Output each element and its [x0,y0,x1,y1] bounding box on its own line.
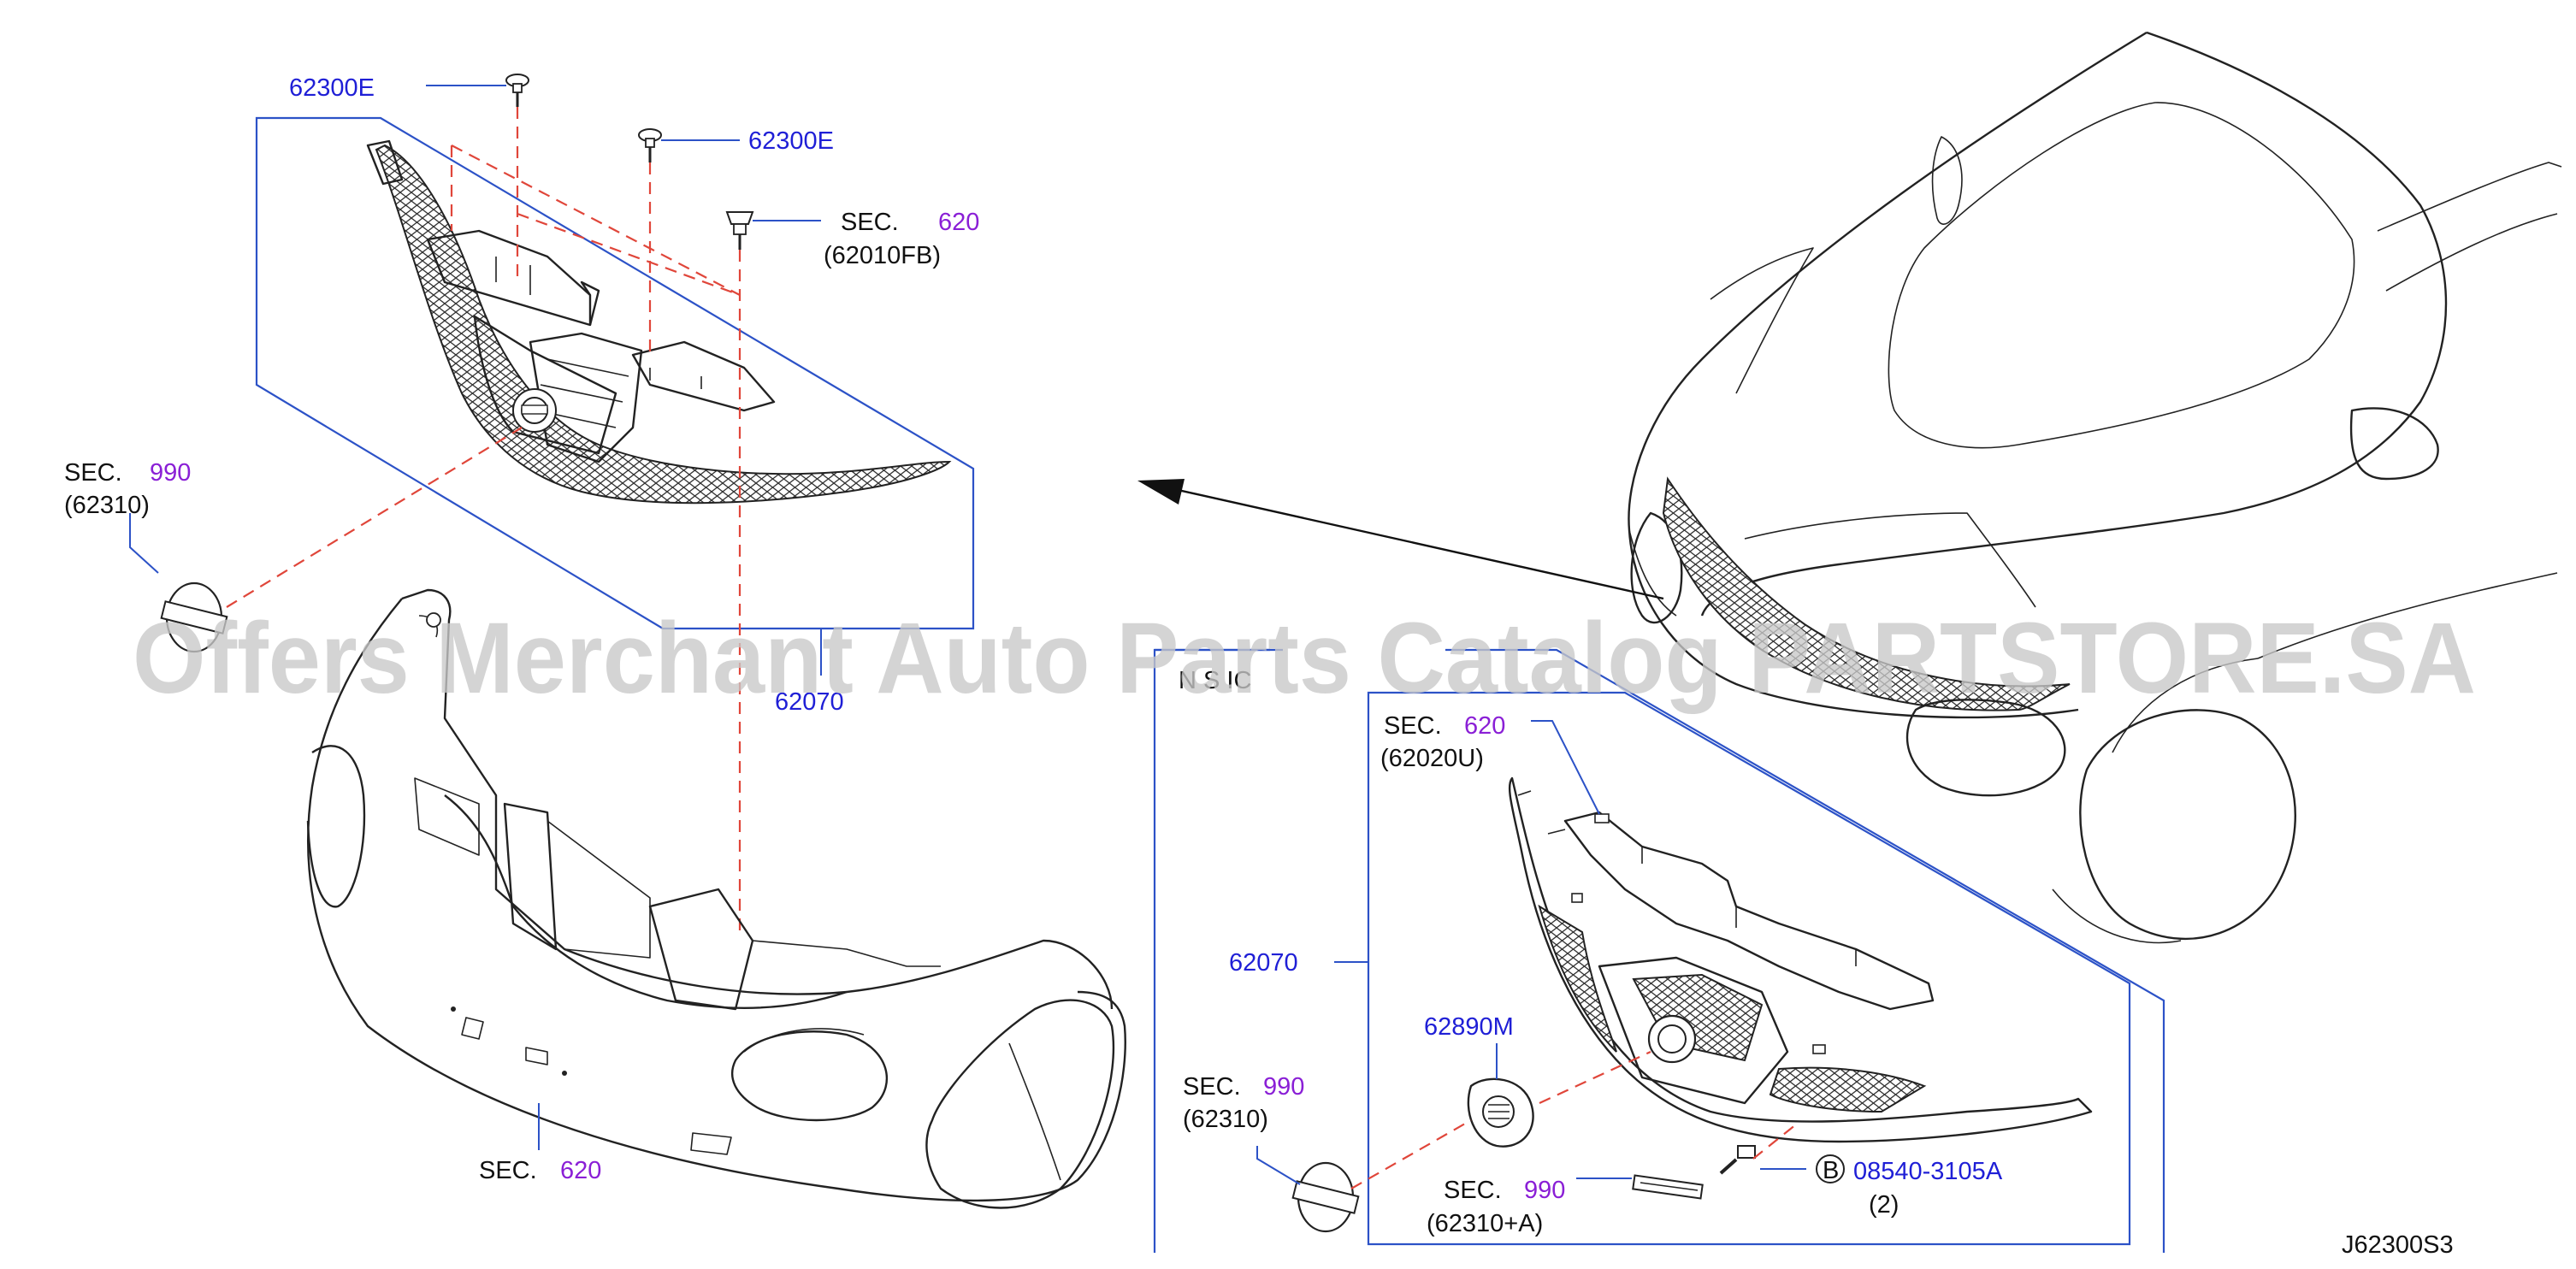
clip-62010fb [725,211,754,250]
svg-text:N S IC: N S IC [1179,667,1251,694]
svg-text:SEC.: SEC. [841,209,899,236]
nismo-outer-frame-right [1445,648,2165,1253]
svg-text:J62300S3: J62300S3 [2342,1231,2454,1259]
front-grille-left [366,139,952,505]
label-62070-right: 62070 [1229,949,1298,977]
watermark-text: Offers Merchant Auto Parts Catalog PARTS… [133,602,2476,715]
nismo-badge [1632,1174,1704,1200]
front-bumper [306,588,1126,1209]
svg-text:(62310): (62310) [1183,1106,1268,1133]
nismo-inner-frame [1367,691,2131,1246]
leaders-right [1256,720,1806,1185]
svg-text:62890M: 62890M [1424,1013,1514,1041]
svg-text:620: 620 [560,1157,601,1184]
bolt-08540 [1719,1145,1756,1175]
emblem-62890m [1467,1077,1534,1148]
svg-text:08540-3105A: 08540-3105A [1853,1158,2003,1185]
circle-b-icon [1816,1154,1845,1183]
emblem-left [160,581,228,653]
upper-bracket-62020u [1563,811,1935,1011]
label-62070-left: 62070 [775,688,844,716]
front-grille-nismo [1508,776,2093,1143]
svg-text:(62310+A): (62310+A) [1427,1210,1543,1237]
svg-text:(62020U): (62020U) [1380,745,1484,772]
label-bolt-08540: B 08540-3105A (2) [1823,1157,2003,1219]
label-62300e-mid: 62300E [748,127,834,155]
svg-text:62070: 62070 [1229,949,1298,977]
svg-text:(62310): (62310) [64,492,150,519]
label-sec-620-bottom: SEC. 620 [479,1157,601,1184]
nismo-outer-frame-left [1153,648,1283,1253]
reference-arrow [1137,479,1664,600]
mirror-outline [2349,407,2439,481]
label-sec-990-left: SEC. 990 (62310) [64,459,191,519]
leaders-left [129,85,821,574]
clip-62300e-mid [638,128,662,162]
dashed-guides-left [226,107,741,932]
grille-assembly-frame [255,116,975,630]
label-sec-990-right: SEC. 990 (62310) [1183,1073,1304,1133]
svg-text:(2): (2) [1869,1191,1899,1219]
svg-text:990: 990 [150,459,191,487]
svg-text:620: 620 [1464,712,1505,740]
svg-text:620: 620 [938,209,979,236]
svg-text:990: 990 [1263,1073,1304,1101]
svg-text:(62010FB): (62010FB) [824,242,941,269]
label-sec-620-62010fb: SEC. 620 (62010FB) [824,209,979,269]
svg-text:62300E: 62300E [289,74,375,102]
label-62890m: 62890M [1424,1013,1514,1041]
svg-text:B: B [1823,1157,1839,1184]
svg-text:SEC.: SEC. [1384,712,1442,740]
dashed-guides-right [1350,1051,1797,1189]
label-sec-990-62310a: SEC. 990 (62310+A) [1427,1177,1565,1237]
label-sec-620-62020u: SEC. 620 (62020U) [1380,712,1505,772]
label-diagram-id: J62300S3 [2342,1231,2454,1259]
svg-text:SEC.: SEC. [479,1157,537,1184]
svg-text:62070: 62070 [775,688,844,716]
car-outline [1628,31,2562,944]
svg-text:SEC.: SEC. [64,459,122,487]
svg-text:SEC.: SEC. [1183,1073,1241,1101]
clip-62300e-left [505,74,529,107]
label-62300e-left: 62300E [289,74,375,102]
label-nismo-header: N S IC [1179,667,1251,694]
svg-text:62300E: 62300E [748,127,834,155]
svg-text:SEC.: SEC. [1444,1177,1502,1204]
svg-text:990: 990 [1524,1177,1565,1204]
emblem-right [1291,1161,1360,1233]
